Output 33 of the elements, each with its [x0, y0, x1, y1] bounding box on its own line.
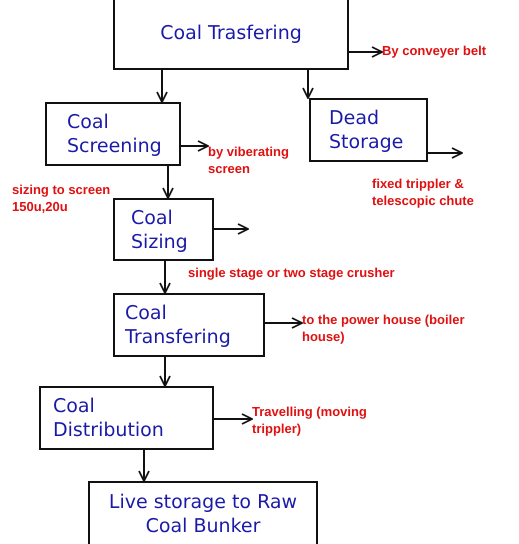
process-box	[39, 386, 214, 450]
arrow	[156, 70, 168, 103]
note-text: to the power house (boiler house)	[302, 311, 466, 345]
arrow	[214, 413, 253, 425]
process-label: Coal Trasfering	[160, 21, 302, 45]
arrow	[214, 223, 249, 235]
arrow	[302, 70, 314, 99]
note-text: fixed trippler & telescopic chute	[372, 175, 475, 209]
process-label: Coal Distribution	[53, 394, 165, 442]
arrow	[265, 317, 303, 329]
process-box	[45, 102, 181, 166]
note-text: Travelling (moving trippler)	[252, 403, 368, 437]
arrow	[159, 261, 171, 294]
arrow	[349, 46, 383, 58]
process-label: Coal Sizing	[131, 206, 189, 254]
arrow	[181, 140, 209, 152]
arrow	[428, 147, 463, 159]
process-label: Coal Screening	[67, 110, 162, 158]
note-text: by viberating screen	[208, 143, 290, 177]
process-label: Live storage to Raw Coal Bunker	[108, 490, 298, 538]
process-label: Dead Storage	[329, 106, 404, 154]
note-text: By conveyer belt	[382, 42, 488, 59]
process-box	[113, 293, 265, 357]
process-label: Coal Transfering	[125, 301, 232, 349]
process-box	[113, 198, 214, 261]
note-text: sizing to screen 150u,20u	[12, 181, 112, 215]
process-box	[88, 481, 318, 544]
arrow	[159, 357, 171, 387]
arrow	[138, 450, 150, 482]
process-box	[113, 0, 349, 70]
process-box	[309, 98, 428, 162]
arrow	[162, 166, 174, 199]
note-text: single stage or two stage crusher	[188, 264, 396, 281]
